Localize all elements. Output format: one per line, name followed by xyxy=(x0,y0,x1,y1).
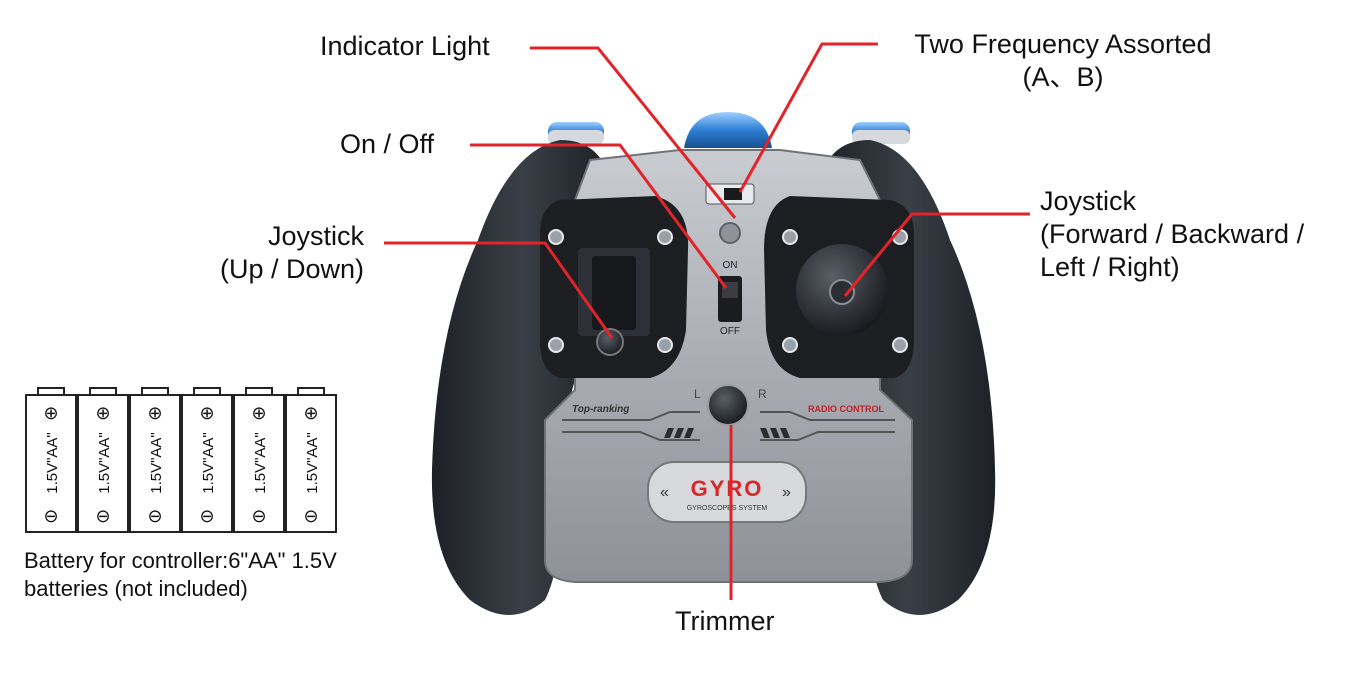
trimmer-knob[interactable] xyxy=(707,384,749,426)
battery-plus: ⊕ xyxy=(147,403,162,423)
battery-6: ⊕ 1.5V"AA" ⊖ xyxy=(285,387,337,533)
blue-bumper-left[interactable] xyxy=(548,122,604,144)
battery-plus: ⊕ xyxy=(95,403,110,423)
battery-minus: ⊖ xyxy=(199,506,214,526)
indicator-light xyxy=(719,222,741,244)
joystick-left-subtitle: (Up / Down) xyxy=(219,254,364,284)
joystick-left-label: Joystick (Up / Down) xyxy=(198,220,364,286)
battery-caption-line-1: Battery for controller:6"AA" 1.5V xyxy=(24,548,337,573)
callout-lines xyxy=(384,42,1030,600)
battery-2: ⊕ 1.5V"AA" ⊖ xyxy=(77,387,129,533)
gyro-brand: GYRO xyxy=(691,476,764,501)
battery-minus: ⊖ xyxy=(147,506,162,526)
on-off-label: On / Off xyxy=(340,129,435,159)
indicator-light-label: Indicator Light xyxy=(320,31,490,61)
battery-4: ⊕ 1.5V"AA" ⊖ xyxy=(181,387,233,533)
svg-text:«: « xyxy=(660,484,669,501)
battery-minus: ⊖ xyxy=(95,506,110,526)
body-stripes xyxy=(562,411,895,441)
two-frequency-title: Two Frequency Assorted xyxy=(914,29,1212,59)
battery-caption-line-2: batteries (not included) xyxy=(24,576,248,601)
joystick-right-title: Joystick xyxy=(1040,186,1137,216)
battery-minus: ⊖ xyxy=(303,506,318,526)
stripe-marks xyxy=(664,428,790,438)
blue-antenna-dome xyxy=(684,112,772,148)
battery-label: 1.5V"AA" xyxy=(200,432,217,494)
battery-label: 1.5V"AA" xyxy=(252,432,269,494)
battery-1: ⊕ 1.5V"AA" ⊖ xyxy=(25,387,77,533)
battery-label: 1.5V"AA" xyxy=(148,432,165,494)
two-frequency-label: Two Frequency Assorted (A、B) xyxy=(890,28,1236,94)
switch-off-label: OFF xyxy=(720,326,740,337)
battery-caption: Battery for controller:6"AA" 1.5V batter… xyxy=(24,547,337,603)
battery-label: 1.5V"AA" xyxy=(304,432,321,494)
battery-row: ⊕ 1.5V"AA" ⊖ ⊕ 1.5V"AA" ⊖ ⊕ 1.5V"AA" ⊖ ⊕… xyxy=(25,387,337,533)
trim-left-label: L xyxy=(694,387,701,401)
two-frequency-subtitle: (A、B) xyxy=(1022,62,1104,92)
joystick-right-subtitle-1: (Forward / Backward / xyxy=(1040,219,1305,249)
battery-5: ⊕ 1.5V"AA" ⊖ xyxy=(233,387,285,533)
gyro-plate: « » xyxy=(647,461,807,523)
svg-text:»: » xyxy=(782,484,791,501)
battery-plus: ⊕ xyxy=(303,403,318,423)
gyro-subtitle: GYROSCOPES SYSTEM xyxy=(687,505,768,512)
battery-minus: ⊖ xyxy=(43,506,58,526)
radio-control-badge: RADIO CONTROL xyxy=(808,404,884,414)
trimmer-label: Trimmer xyxy=(675,606,775,636)
battery-plus: ⊕ xyxy=(251,403,266,423)
battery-minus: ⊖ xyxy=(251,506,266,526)
battery-label: 1.5V"AA" xyxy=(96,432,113,494)
battery-plus: ⊕ xyxy=(199,403,214,423)
frequency-switch[interactable] xyxy=(705,183,755,205)
joystick-left-title: Joystick xyxy=(267,221,364,251)
screws xyxy=(548,229,908,353)
battery-3: ⊕ 1.5V"AA" ⊖ xyxy=(129,387,181,533)
right-joystick[interactable] xyxy=(796,244,888,336)
switch-on-label: ON xyxy=(723,260,738,271)
top-ranking-badge: Top-ranking xyxy=(572,404,629,415)
trim-right-label: R xyxy=(758,387,767,401)
battery-label: 1.5V"AA" xyxy=(44,432,61,494)
joystick-right-subtitle-2: Left / Right) xyxy=(1040,252,1180,282)
joystick-right-label: Joystick (Forward / Backward / Left / Ri… xyxy=(1040,185,1304,284)
battery-plus: ⊕ xyxy=(43,403,58,423)
